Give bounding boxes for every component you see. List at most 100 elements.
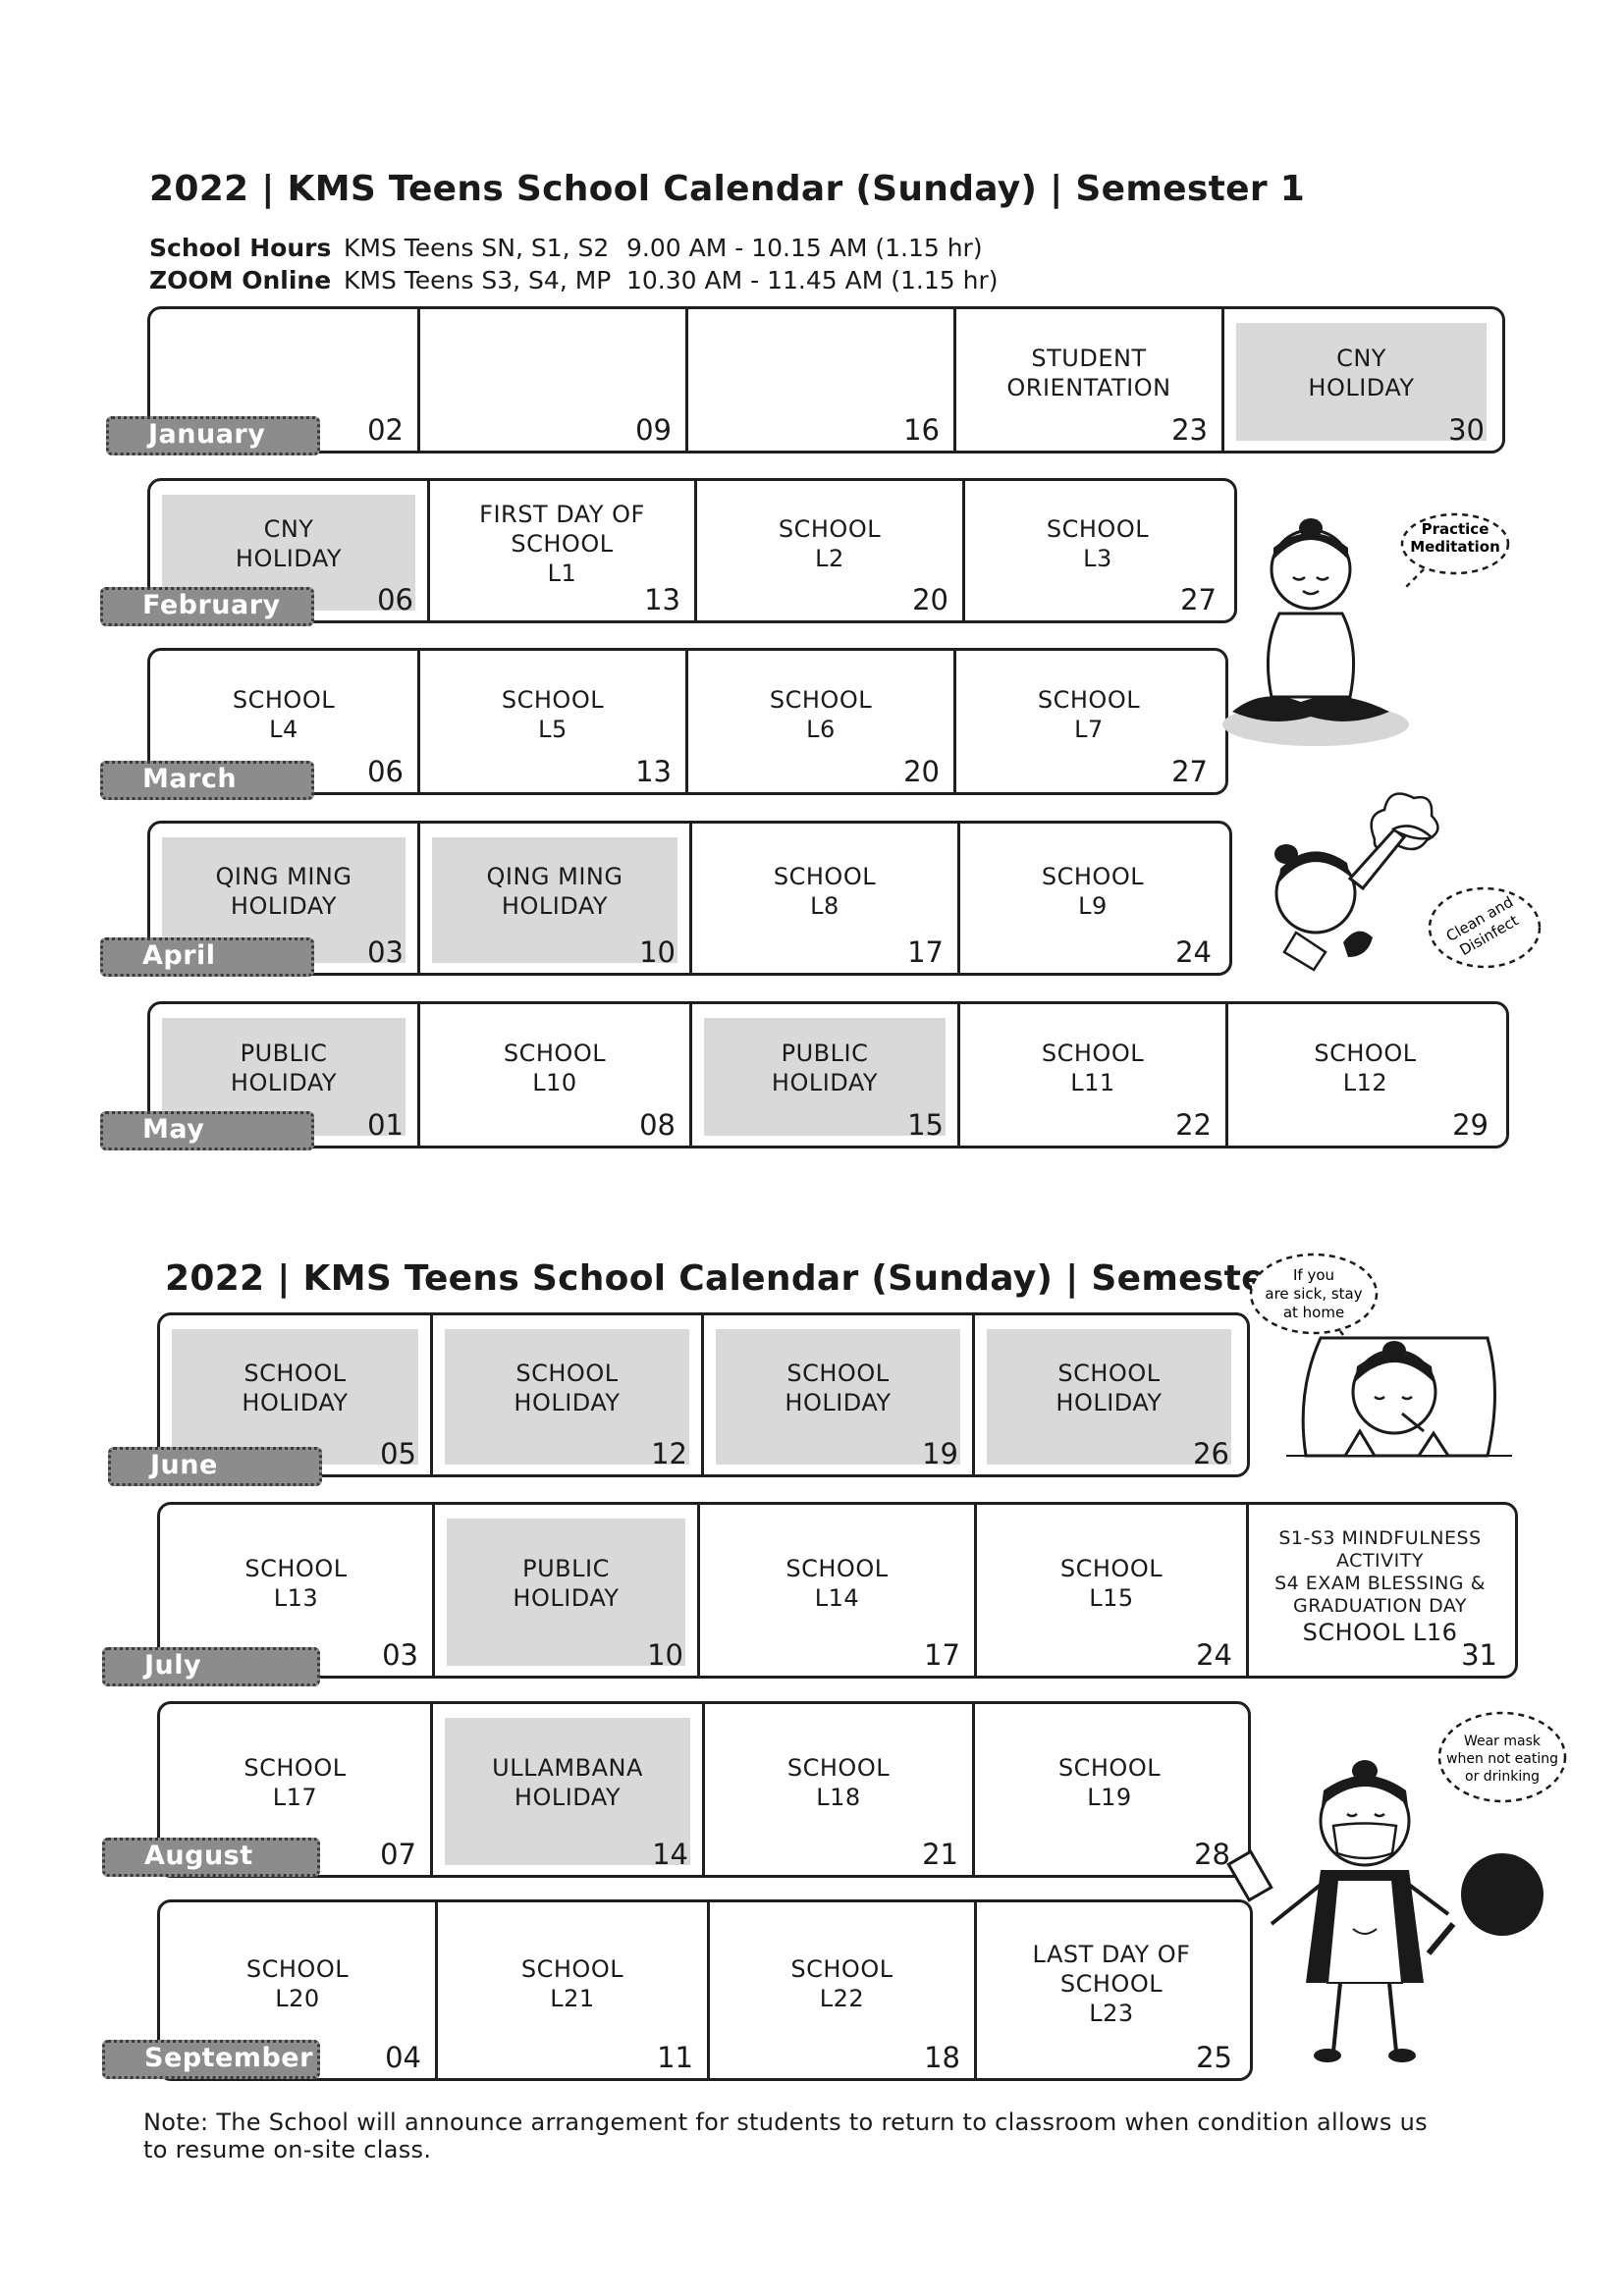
- month-label-may: May: [100, 1111, 314, 1150]
- hours-time: 10.30 AM - 11.45 AM (1.15 hr): [626, 266, 999, 294]
- meditation-illustration: Practice Meditation: [1222, 512, 1510, 746]
- holiday-shading: [172, 1329, 418, 1465]
- day-number: 25: [1196, 2041, 1232, 2074]
- mask-bubble-text: Wear mask: [1464, 1734, 1542, 1749]
- day-number: 07: [380, 1838, 416, 1871]
- cooking-illustration: Wear mask when not eating or drinking: [1226, 1711, 1567, 2062]
- day-number: 21: [922, 1838, 958, 1871]
- event-label-line: SCHOOL: [244, 1754, 347, 1782]
- clean-bubble: Clean and Disinfect: [1428, 886, 1542, 969]
- event-label-line: SCHOOL: [503, 1040, 607, 1067]
- day-number: 13: [644, 583, 680, 616]
- event-label-line: L19: [1087, 1784, 1132, 1811]
- month-label-january: January: [106, 416, 320, 455]
- event-label-line: QING MING: [486, 863, 623, 890]
- event-label-line: SCHOOL: [773, 863, 877, 890]
- sick-bubble: If you are sick, stay at home: [1249, 1253, 1379, 1352]
- month-label-august: August: [102, 1838, 320, 1877]
- event-label-line: HOLIDAY: [235, 545, 343, 572]
- day-number: 03: [382, 1638, 418, 1672]
- meditation-bubble-text: Practice: [1422, 520, 1489, 538]
- event-label-line: GRADUATION DAY: [1292, 1595, 1468, 1617]
- event-label-line: SCHOOL: [1041, 863, 1145, 890]
- day-number: 29: [1452, 1108, 1489, 1142]
- event-label-line: L7: [1074, 716, 1104, 743]
- day-number: 16: [903, 413, 940, 447]
- holiday-shading: [704, 1018, 946, 1136]
- event-label-line: HOLIDAY: [514, 1784, 622, 1811]
- day-number: 13: [635, 755, 672, 788]
- day-number: 28: [1194, 1838, 1230, 1871]
- day-number: 20: [903, 755, 940, 788]
- event-label-line: STUDENT: [1031, 345, 1147, 372]
- event-label-line: SCHOOL: [1057, 1360, 1161, 1387]
- holiday-shading: [445, 1329, 689, 1465]
- event-label-line: L22: [819, 1985, 865, 2012]
- event-label-line: SCHOOL: [1037, 686, 1141, 714]
- hours-row: ZOOM Online KMS Teens S3, S4, MP 10.30 A…: [149, 264, 998, 296]
- hours-label: School Hours: [149, 234, 332, 262]
- event-label-line: SCHOOL: [786, 1754, 891, 1782]
- day-number: 27: [1171, 755, 1208, 788]
- day-number: 26: [1193, 1437, 1229, 1470]
- day-number: 12: [651, 1437, 687, 1470]
- month-label-february: February: [100, 587, 314, 626]
- mask-bubble-text: when not eating: [1446, 1751, 1558, 1767]
- hours-time: 9.00 AM - 10.15 AM (1.15 hr): [626, 234, 983, 262]
- event-label-line: L6: [806, 716, 836, 743]
- month-label-september: September: [102, 2040, 320, 2079]
- event-label-line: SCHOOL: [232, 686, 336, 714]
- day-number: 23: [1171, 413, 1208, 447]
- event-label-line: L23: [1089, 2000, 1134, 2027]
- event-label-line: HOLIDAY: [771, 1069, 879, 1096]
- day-cell: 09: [417, 309, 685, 451]
- event-label-line: QING MING: [215, 863, 352, 890]
- event-label-line: ULLAMBANA: [492, 1754, 643, 1782]
- day-number: 14: [652, 1838, 688, 1871]
- event-label-line: LAST DAY OF: [1032, 1941, 1191, 1968]
- day-number: 06: [367, 755, 404, 788]
- day-cell: 16: [685, 309, 953, 451]
- event-label-line: SCHOOL: [244, 1360, 347, 1387]
- mask-bubble-text: or drinking: [1465, 1769, 1540, 1785]
- event-label-line: SCHOOL: [786, 1360, 890, 1387]
- event-label-line: L21: [550, 1985, 595, 2012]
- day-number: 04: [385, 2041, 421, 2074]
- hours-label: ZOOM Online: [149, 266, 332, 294]
- event-label-line: ORIENTATION: [1006, 374, 1171, 401]
- footer-note: Note: The School will announce arrangeme…: [143, 2109, 1428, 2163]
- event-label-line: L13: [273, 1584, 319, 1612]
- day-number: 30: [1448, 413, 1485, 447]
